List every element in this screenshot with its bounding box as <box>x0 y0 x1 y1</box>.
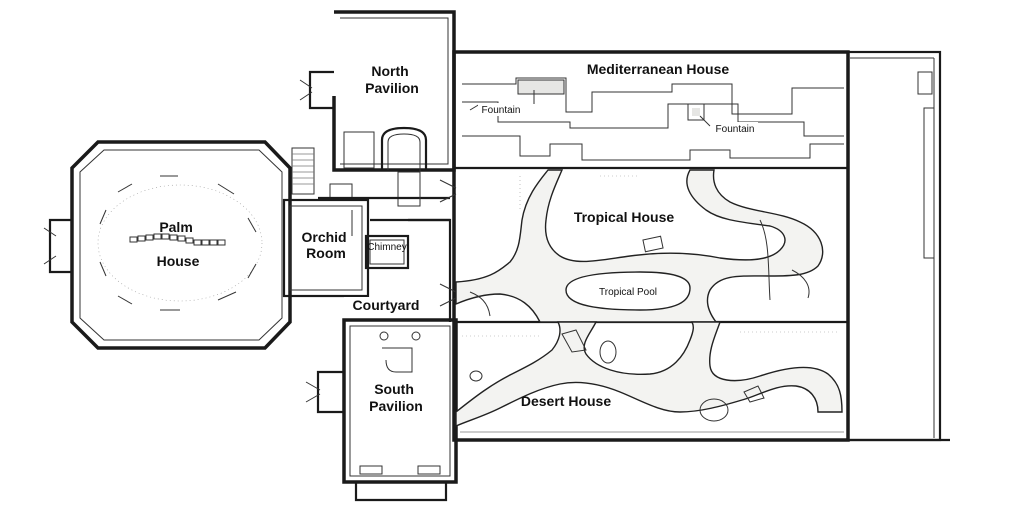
courtyard-label: Courtyard <box>353 297 420 313</box>
south-pavilion-walls <box>305 218 458 502</box>
mediterranean-house-label: Mediterranean House <box>587 61 730 77</box>
orchid-room-label: Orchid Room <box>301 229 350 261</box>
north-pavilion-label: North Pavilion <box>365 63 419 96</box>
orchid-room-walls <box>282 198 410 298</box>
tropical-house-label: Tropical House <box>574 209 675 225</box>
mediterranean-beds <box>462 77 844 161</box>
fountain-label-right: Fountain <box>716 124 755 135</box>
desert-house-label: Desert House <box>521 393 611 409</box>
tropical-pool-label: Tropical Pool <box>599 287 657 298</box>
fountain-label-left: Fountain <box>482 105 521 116</box>
palm-house-label: Palm House <box>157 219 200 269</box>
south-pavilion-label: South Pavilion <box>369 381 423 414</box>
north-pavilion-walls <box>291 10 456 222</box>
tropical-paths <box>455 169 824 323</box>
desert-paths <box>455 321 844 433</box>
chimney-label: Chimney <box>367 242 406 253</box>
palm-house-walls <box>43 140 292 350</box>
